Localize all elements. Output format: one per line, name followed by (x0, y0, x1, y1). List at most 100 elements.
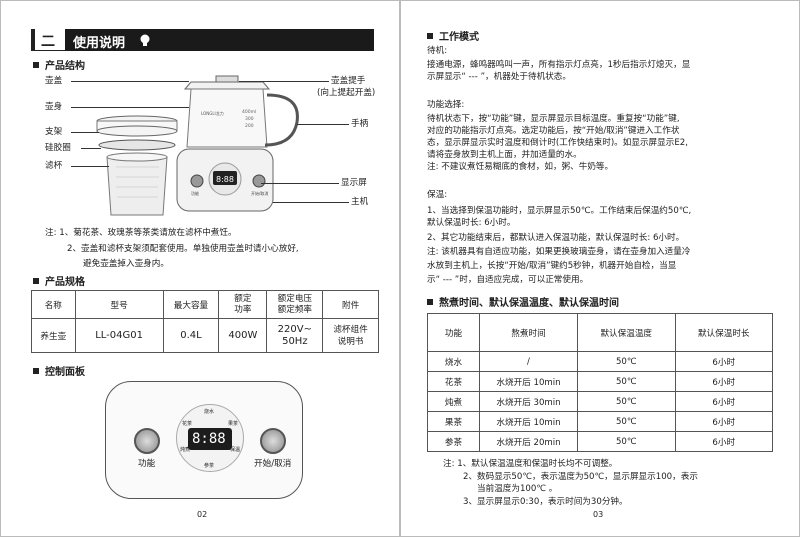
spec-table: 名称 型号 最大容量 额定 功率 额定电压 额定频率 附件 养生壶 LL-04G… (31, 290, 379, 353)
table-cell: 水烧开后 10min (479, 371, 578, 392)
select-line: 请将壶身放到主机上面，并加适量的水。 (427, 150, 582, 160)
label-handle: 手柄 (351, 119, 369, 129)
label-lid: 壶盖 (45, 76, 63, 86)
table-cell: 50℃ (577, 371, 676, 392)
table-cell: 6小时 (674, 411, 773, 432)
ring-label: 烧水 (204, 409, 215, 415)
svg-text:LONGLI龙力: LONGLI龙力 (201, 110, 224, 116)
ring-label: 果茶 (228, 421, 239, 427)
time-table-header: 熬煮时间 (479, 313, 578, 352)
structure-note-1: 注: 1、菊花茶、玫瑰茶等茶类请放在滤杯中煮饪。 (45, 228, 237, 238)
ring-label: 炖煮 (180, 447, 191, 453)
table-cell: 水烧开后 30min (479, 391, 578, 412)
time-table-heading: 熬煮时间、默认保温温度、默认保温时间 (427, 294, 619, 309)
ring-label: 参茶 (204, 463, 215, 469)
structure-note-3: 避免壶盖掉入壶身内。 (83, 259, 169, 269)
select-line: 态，显示屏显示实时温度和倒计时(工作快结束时)。如显示屏显示E2, (427, 138, 688, 148)
time-table-header: 默认保温时长 (674, 313, 773, 352)
standby-line: 接通电源，蜂鸣器鸣叫一声，所有指示灯点亮，1秒后指示灯熄灭，显 (427, 60, 691, 70)
product-diagram: 400ml 300 200 LONGLI龙力 8:88 功能 开始/取消 (96, 75, 299, 216)
spec-cell: LL-04G01 (74, 318, 164, 353)
svg-text:200: 200 (245, 123, 254, 129)
svg-text:功能: 功能 (191, 190, 199, 196)
spec-cell: 220V~ 50Hz (266, 318, 324, 353)
table-cell: 炖煮 (427, 391, 480, 412)
table-cell: 花茶 (427, 371, 480, 392)
time-table: 功能 熬煮时间 默认保温温度 默认保温时长 烧水 / 50℃ 6小时 花茶 水烧… (427, 313, 773, 452)
svg-text:开始/取消: 开始/取消 (251, 190, 268, 196)
table-row: 果茶 水烧开后 10min 50℃ 6小时 (427, 411, 773, 432)
spec-header: 名称 (31, 290, 76, 319)
time-table-header: 默认保温温度 (577, 313, 676, 352)
table-cell: 水烧开后 10min (479, 411, 578, 432)
section-title: 使用说明 (73, 36, 126, 51)
table-cell: 参茶 (427, 431, 480, 452)
label-stand: 支架 (45, 127, 63, 137)
table-row: 烧水 / 50℃ 6小时 (427, 351, 773, 372)
select-title: 功能选择: (427, 100, 465, 110)
keep-warm-line: 示“ --- ”时，自适应完成，可以正常使用。 (427, 275, 589, 285)
time-table-header: 功能 (427, 313, 480, 352)
spec-cell: 滤杯组件 说明书 (322, 318, 379, 353)
label-lid-handle-note: (向上提起开盖) (317, 88, 376, 98)
table-row: 炖煮 水烧开后 30min 50℃ 6小时 (427, 391, 773, 412)
select-line: 注: 不建议煮饪易糊底的食材，如，粥、牛奶等。 (427, 162, 614, 172)
keep-warm-title: 保温: (427, 190, 448, 200)
spec-cell: 养生壶 (31, 318, 76, 353)
label-base: 主机 (351, 197, 369, 207)
label-lid-handle: 壶盖提手 (331, 76, 366, 86)
function-button-label: 功能 (138, 459, 156, 469)
right-page: 工作模式 待机: 接通电源，蜂鸣器鸣叫一声，所有指示灯点亮，1秒后指示灯熄灭，显… (400, 0, 800, 537)
table-note: 3、显示屏显示0:30，表示时间为30分钟。 (463, 497, 628, 507)
ring-label: 花茶 (182, 421, 193, 427)
display-digits: 8:88 (192, 431, 226, 447)
structure-note-2: 2、壶盖和滤杯支架须配套使用。单独使用壶盖时请小心放好, (67, 244, 299, 254)
table-note: 2、数码显示50℃，表示温度为50℃，显示屏显示100，表示 (463, 472, 698, 482)
left-page: 二 使用说明 产品结构 400ml 300 200 LONGLI龙力 8:88 … (0, 0, 400, 537)
spec-heading: 产品规格 (33, 273, 85, 288)
table-note: 当前温度为100℃ 。 (477, 484, 558, 494)
table-cell: / (479, 351, 578, 372)
label-filter-cup: 滤杯 (45, 161, 63, 171)
svg-text:400ml: 400ml (242, 109, 256, 115)
select-line: 对应的功能指示灯点亮。选定功能后，按“开始/取消”键进入工作状 (427, 126, 680, 136)
table-cell: 50℃ (577, 351, 676, 372)
table-cell: 6小时 (674, 371, 773, 392)
label-silicone-ring: 硅胶圈 (45, 143, 71, 153)
spec-header: 额定 功率 (218, 290, 268, 319)
table-cell: 50℃ (577, 411, 676, 432)
spec-header: 附件 (322, 290, 379, 319)
keep-warm-line: 1、当选择到保温功能时，显示屏显示50℃。工作结束后保温约50℃, (427, 206, 692, 216)
table-cell: 果茶 (427, 411, 480, 432)
keep-warm-line: 注: 该机器具有自适应功能，如果更换玻璃壶身，请在壶身加入适量冷 (427, 247, 691, 257)
table-cell: 50℃ (577, 391, 676, 412)
section-header: 二 使用说明 (31, 29, 374, 51)
spec-header: 最大容量 (162, 290, 220, 319)
spec-cell: 0.4L (162, 318, 220, 353)
table-row: 参茶 水烧开后 20min 50℃ 6小时 (427, 431, 773, 452)
table-cell: 6小时 (674, 351, 773, 372)
table-cell: 6小时 (674, 431, 773, 452)
structure-heading: 产品结构 (33, 57, 85, 72)
start-cancel-button[interactable] (260, 428, 286, 454)
spec-header: 额定电压 额定频率 (266, 290, 324, 319)
ring-label: 保温 (230, 447, 241, 453)
keep-warm-line: 水放到主机上，长按“开始/取消”键约5秒钟，机器开始自检，当显 (427, 261, 677, 271)
digital-display (188, 428, 232, 450)
table-note: 注: 1、默认保温温度和保温时长均不可调整。 (443, 459, 618, 469)
label-display: 显示屏 (341, 178, 367, 188)
keep-warm-line: 2、其它功能结束后，都默认进入保温功能，默认保温时长: 6小时。 (427, 233, 685, 243)
start-cancel-button-label: 开始/取消 (254, 459, 292, 469)
standby-title: 待机: (427, 46, 448, 56)
table-row: 花茶 水烧开后 10min 50℃ 6小时 (427, 371, 773, 392)
function-button[interactable] (134, 428, 160, 454)
standby-line: 示屏显示“ --- ”，机器处于待机状态。 (427, 72, 571, 82)
page-number: 03 (593, 510, 604, 519)
section-number: 二 (41, 34, 55, 50)
page-number: 02 (197, 510, 208, 519)
table-cell: 50℃ (577, 431, 676, 452)
svg-text:300: 300 (245, 116, 254, 122)
control-panel: 功能 开始/取消 8:88 烧水 花茶 炖煮 果茶 参茶 保温 (105, 381, 303, 499)
table-cell: 水烧开后 20min (479, 431, 578, 452)
spec-header: 型号 (74, 290, 164, 319)
